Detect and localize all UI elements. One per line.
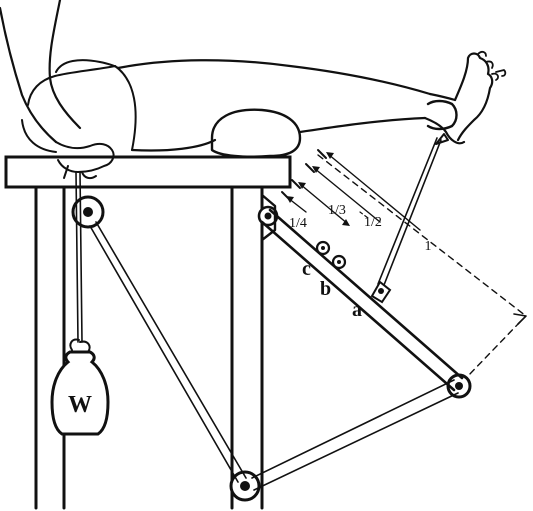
measure-full: 1 <box>326 152 432 254</box>
pulley-top-left <box>71 195 105 229</box>
attachment-point-b <box>331 254 347 270</box>
table <box>4 155 292 510</box>
table-top <box>4 155 292 189</box>
thigh <box>116 59 432 152</box>
point-label-c: c <box>302 258 311 280</box>
toes <box>477 50 507 81</box>
pulley-bottom <box>229 470 261 502</box>
weight: W <box>50 338 110 436</box>
fraction-quarter: 1/4 <box>289 216 307 231</box>
arm <box>0 0 82 144</box>
measure-third: 1/3 <box>298 182 350 226</box>
weight-hook <box>69 338 91 353</box>
torso <box>21 65 116 153</box>
fraction-half: 1/2 <box>364 215 382 230</box>
fraction-third: 1/3 <box>328 203 346 218</box>
attachment-point-c <box>315 240 331 256</box>
measure-half: 1/2 <box>312 166 382 230</box>
attachment-point-a <box>370 280 392 304</box>
measure-quarter: 1/4 <box>286 196 307 231</box>
distance-markers: 1/4 1/3 1/2 1 <box>281 149 527 379</box>
knee-cushion <box>210 108 302 158</box>
table-right-leg <box>230 185 264 510</box>
calf <box>298 92 457 134</box>
shorts <box>55 59 137 151</box>
ropes <box>75 133 459 491</box>
point-label-a: a <box>352 299 362 321</box>
fraction-full: 1 <box>425 239 432 254</box>
weight-label: W <box>68 392 92 418</box>
person <box>0 0 507 180</box>
pulleys <box>71 195 472 502</box>
lever-bar <box>260 193 464 392</box>
ankle-strap <box>426 99 458 131</box>
table-left-leg <box>34 185 66 510</box>
point-label-b: b <box>320 278 331 300</box>
foot <box>423 52 494 145</box>
weight-bag <box>50 350 110 436</box>
